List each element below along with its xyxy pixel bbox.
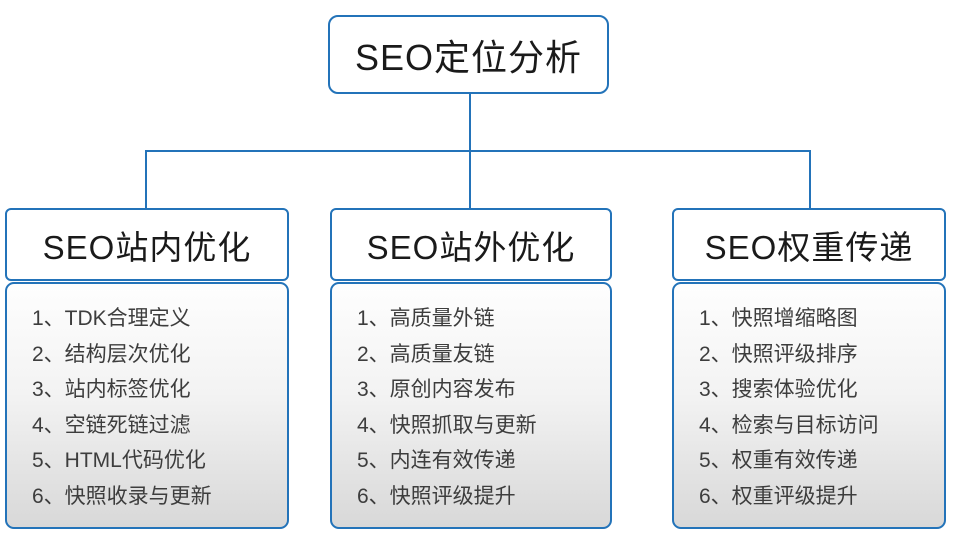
list-item: 6、权重评级提升 [699, 484, 858, 508]
list-item: 1、快照增缩略图 [699, 307, 858, 330]
root-node-title: SEO定位分析 [354, 36, 583, 78]
connector-middle-drop [469, 150, 471, 208]
branch-offsite-optimization: SEO站外优化 1、高质量外链 2、高质量友链 3、原创内容发布 4、快照抓取与更新 5… [330, 208, 612, 529]
connector-right-drop [809, 150, 811, 208]
list-item: 2、快照评级排序 [699, 342, 858, 366]
branch-item-list: 1、TDK合理定义 2、结构层次优化 3、站内标签优化 4、空链死链过滤 5、HTML代… [5, 282, 289, 529]
list-item: 1、TDK合理定义 [32, 307, 191, 330]
list-item: 3、搜索体验优化 [699, 378, 858, 401]
connector-horizontal [145, 150, 811, 152]
list-item: 1、高质量外链 [357, 307, 495, 330]
list-item: 4、快照抓取与更新 [357, 413, 537, 437]
list-item: 4、检索与目标访问 [699, 413, 879, 437]
list-item: 5、内连有效传递 [357, 449, 516, 472]
branch-title: SEO权重传递 [704, 228, 914, 266]
branch-title: SEO站内优化 [42, 228, 252, 266]
branch-weight-transfer: SEO权重传递 1、快照增缩略图 2、快照评级排序 3、搜索体验优化 4、检索与目标访… [672, 208, 946, 529]
list-item: 6、快照评级提升 [357, 484, 516, 508]
list-item: 3、原创内容发布 [357, 378, 516, 401]
connector-left-drop [145, 150, 147, 208]
list-item: 5、HTML代码优化 [32, 449, 206, 472]
branch-title: SEO站外优化 [366, 228, 576, 266]
branch-header: SEO站外优化 [330, 208, 612, 281]
list-item: 3、站内标签优化 [32, 378, 191, 401]
list-item: 2、高质量友链 [357, 342, 495, 366]
connector-root-drop [469, 94, 471, 152]
branch-onsite-optimization: SEO站内优化 1、TDK合理定义 2、结构层次优化 3、站内标签优化 4、空链死链过… [5, 208, 289, 529]
list-item: 4、空链死链过滤 [32, 413, 191, 437]
branch-header: SEO站内优化 [5, 208, 289, 281]
branch-item-list: 1、快照增缩略图 2、快照评级排序 3、搜索体验优化 4、检索与目标访问 5、权重有效传… [672, 282, 946, 529]
branch-header: SEO权重传递 [672, 208, 946, 281]
branch-item-list: 1、高质量外链 2、高质量友链 3、原创内容发布 4、快照抓取与更新 5、内连有效传递 6… [330, 282, 612, 529]
list-item: 6、快照收录与更新 [32, 484, 212, 508]
root-node: SEO定位分析 [328, 15, 609, 94]
list-item: 5、权重有效传递 [699, 449, 858, 472]
list-item: 2、结构层次优化 [32, 342, 191, 366]
